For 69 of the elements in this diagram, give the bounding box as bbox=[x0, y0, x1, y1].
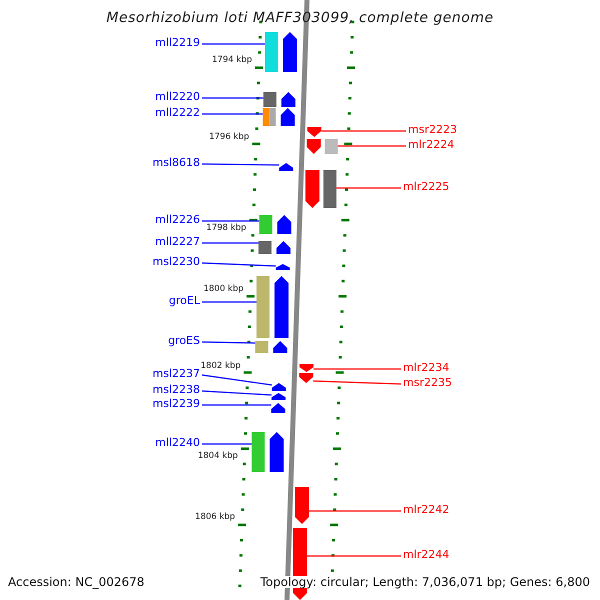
gene-arrow-drawing bbox=[279, 163, 294, 171]
gene-label: mlr2225 bbox=[403, 181, 450, 192]
gene-arrow-drawing bbox=[306, 139, 338, 154]
leader-line bbox=[202, 220, 260, 222]
leader-line bbox=[307, 555, 401, 557]
leader-line bbox=[202, 97, 264, 99]
gene-label: msr2235 bbox=[403, 377, 452, 388]
scale-label: 1802 kbp bbox=[200, 362, 241, 370]
gene-arrow-drawing bbox=[262, 108, 295, 126]
gene-label: mll2226 bbox=[155, 214, 200, 225]
gene-label: mlr2224 bbox=[408, 139, 454, 150]
leader-line bbox=[338, 145, 406, 147]
gene-label: mll2240 bbox=[155, 437, 200, 448]
scale-label: 1796 kbp bbox=[209, 133, 250, 142]
gene-label: msl2237 bbox=[152, 368, 200, 379]
gene-label: mll2227 bbox=[155, 236, 200, 247]
gene-label: mll2220 bbox=[155, 91, 200, 102]
chart-title: Mesorhizobium loti MAFF303099, complete genome bbox=[105, 11, 495, 25]
scale-label: 1798 kbp bbox=[206, 224, 246, 232]
gene-arrow-drawing bbox=[252, 432, 284, 472]
gene-label: groES bbox=[168, 335, 200, 346]
gene-label: groEL bbox=[168, 295, 200, 306]
gene-arrow-drawing bbox=[258, 241, 290, 254]
leader-line bbox=[202, 163, 280, 166]
gene-arrow-drawing bbox=[276, 264, 290, 270]
leader-line bbox=[202, 301, 257, 303]
leader-line bbox=[202, 404, 272, 406]
leader-line bbox=[202, 374, 272, 386]
gene-arrow-drawing bbox=[272, 383, 286, 391]
gene-label: mlr2244 bbox=[403, 549, 450, 560]
gene-arrow-drawing bbox=[256, 276, 289, 338]
gene-arrow-drawing bbox=[305, 170, 336, 208]
gene-arrow-drawing bbox=[271, 403, 286, 413]
leader-line bbox=[202, 113, 263, 115]
gene-label: msr2223 bbox=[408, 124, 457, 135]
gene-label: msl2239 bbox=[152, 398, 200, 409]
gene-label: mll2219 bbox=[155, 37, 200, 48]
gene-arrow-drawing bbox=[299, 373, 314, 383]
gene-arrow-drawing bbox=[255, 341, 288, 353]
gene-arrow-drawing bbox=[294, 487, 309, 524]
gene-arrow-drawing bbox=[307, 127, 322, 137]
leader-line bbox=[202, 443, 252, 445]
gene-label: mlr2242 bbox=[403, 504, 450, 515]
leader-line bbox=[202, 242, 258, 244]
gene-label: msl2230 bbox=[152, 256, 200, 267]
leader-line bbox=[314, 368, 401, 370]
gene-arrow-drawing bbox=[263, 92, 296, 107]
gene-arrow-drawing bbox=[264, 32, 297, 72]
leader-line bbox=[321, 130, 406, 132]
gene-arrow-drawing bbox=[300, 364, 314, 372]
leader-line bbox=[308, 510, 401, 512]
leader-line bbox=[336, 187, 401, 189]
gene-arrow-drawing bbox=[272, 393, 286, 400]
scale-label: 1800 kbp bbox=[203, 285, 244, 294]
gene-label: msl8618 bbox=[152, 157, 200, 168]
gene-label: mll2222 bbox=[155, 107, 200, 118]
gene-label: mlr2234 bbox=[403, 362, 450, 373]
leader-line bbox=[202, 341, 256, 344]
scale-label: 1804 kbp bbox=[198, 452, 238, 460]
accession-text: Accession: NC_002678 bbox=[8, 576, 144, 588]
leader-line bbox=[202, 262, 276, 267]
scale-label: 1794 kbp bbox=[212, 56, 252, 64]
leader-line bbox=[313, 380, 402, 385]
genome-info-text: Topology: circular; Length: 7,036,071 bp; Genes: 6,800 bbox=[260, 576, 590, 588]
leader-line bbox=[202, 390, 272, 396]
gene-arrow-drawing bbox=[259, 215, 292, 234]
leader-line bbox=[202, 43, 265, 45]
scale-label: 1806 kbp bbox=[195, 513, 236, 522]
gene-label: msl2238 bbox=[152, 384, 200, 395]
